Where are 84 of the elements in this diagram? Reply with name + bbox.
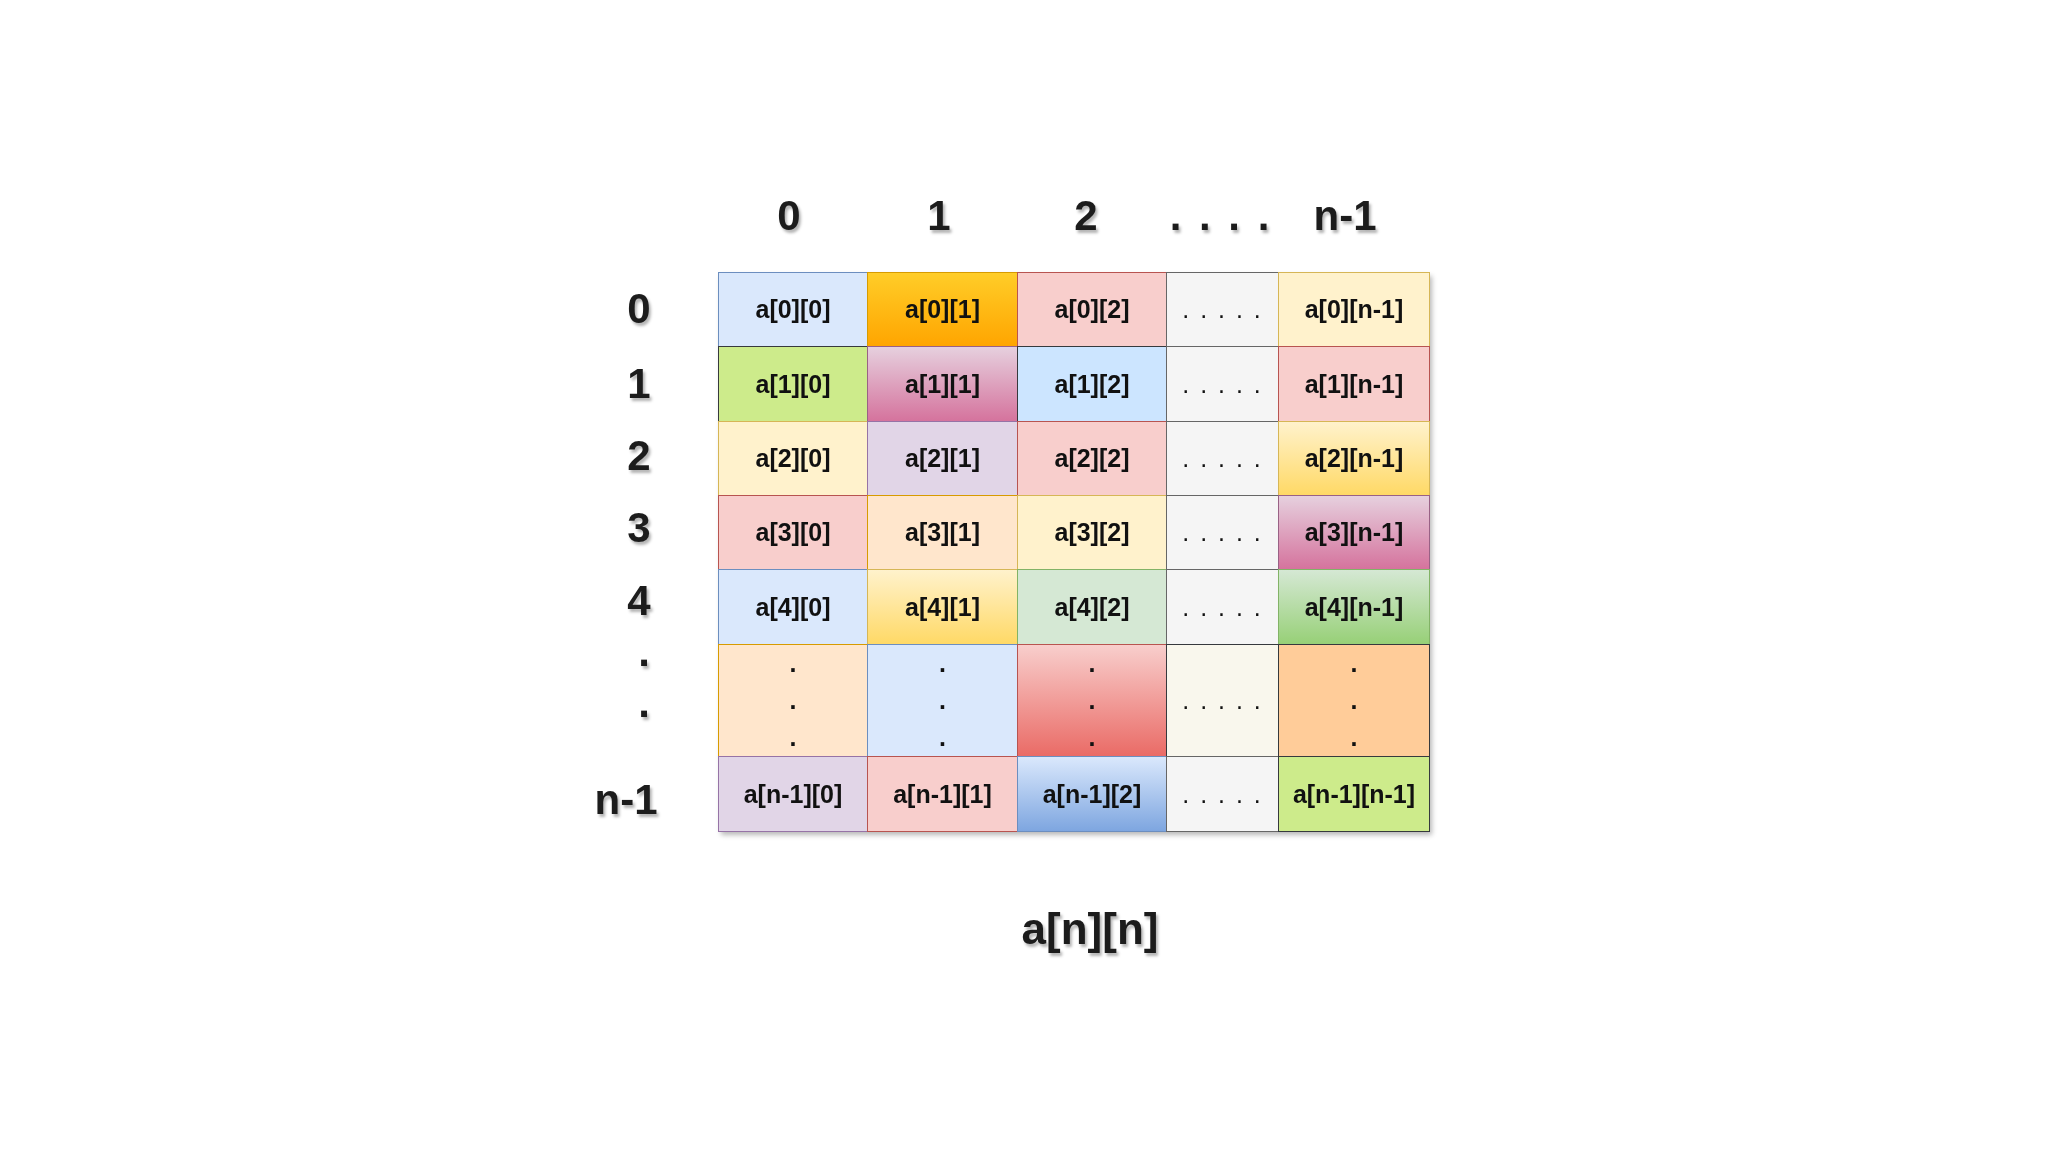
vertical-ellipsis: . . .: [1088, 648, 1096, 753]
matrix-cell: [1017, 495, 1167, 570]
matrix-cell: [1017, 346, 1167, 422]
element-label: a[2][0]: [755, 444, 831, 473]
column-index: n-1: [1313, 195, 1377, 237]
column-index: 1: [927, 195, 951, 237]
matrix-cell: [1017, 569, 1167, 645]
element-label: a[3][0]: [755, 518, 831, 547]
matrix-cell: [1166, 756, 1279, 832]
element-label: a[n-1][n-1]: [1292, 779, 1416, 809]
matrix-cell: [867, 346, 1018, 422]
element-label: a[n-1][1]: [893, 779, 992, 809]
ellipsis-dot: .: [638, 631, 650, 673]
element-label: a[1][0]: [755, 369, 831, 399]
ellipsis: . . . . .: [1182, 295, 1263, 324]
ellipsis: . . . . .: [1182, 444, 1263, 473]
element-label: a[1][1]: [905, 369, 980, 399]
matrix-cell: [1278, 346, 1430, 422]
ellipsis: . . . .: [1169, 195, 1273, 237]
matrix-cell: [867, 756, 1018, 832]
matrix-cell: [867, 272, 1018, 347]
element-label: a[n-1][0]: [743, 779, 843, 809]
matrix-cell: [718, 644, 868, 757]
ellipsis: . . . . .: [1182, 369, 1263, 399]
matrix-cell: [1278, 421, 1430, 496]
row-index: 3: [627, 507, 651, 549]
matrix-cell: [1017, 756, 1167, 832]
element-label: a[2][1]: [905, 444, 980, 473]
matrix-cell: [1166, 272, 1279, 347]
matrix-cell: [718, 346, 868, 422]
matrix-cell: [718, 495, 868, 570]
row-index: 1: [627, 363, 651, 405]
element-label: a[0][0]: [755, 295, 831, 324]
element-label: a[4][0]: [755, 592, 831, 622]
matrix-cell: [1017, 421, 1167, 496]
row-index: 0: [627, 288, 651, 330]
matrix-cell: [718, 569, 868, 645]
row-index: 2: [627, 435, 651, 477]
matrix-cell: [867, 644, 1018, 757]
matrix-cell: [1166, 346, 1279, 422]
matrix-cell: [1166, 644, 1279, 757]
ellipsis-dot: .: [638, 682, 650, 724]
element-label: a[4][1]: [905, 592, 980, 622]
matrix-cell: [718, 421, 868, 496]
vertical-ellipsis: . . .: [789, 648, 797, 753]
matrix-cell: [1278, 644, 1430, 757]
matrix-cell: [1278, 272, 1430, 347]
matrix-cell: [1017, 272, 1167, 347]
matrix-cell: [1166, 495, 1279, 570]
matrix-cell: [1166, 569, 1279, 645]
element-label: a[3][n-1]: [1304, 518, 1404, 547]
matrix-cell: [867, 421, 1018, 496]
element-label: a[0][1]: [905, 295, 980, 324]
element-label: a[2][n-1]: [1304, 444, 1404, 473]
element-label: a[0][n-1]: [1304, 295, 1404, 324]
ellipsis: . . . . .: [1182, 779, 1263, 809]
matrix-cell: [1278, 495, 1430, 570]
element-label: a[1][2]: [1054, 369, 1130, 399]
column-index: 2: [1074, 195, 1098, 237]
matrix-cell: [1278, 569, 1430, 645]
matrix-cell: [718, 272, 868, 347]
row-index: 4: [627, 580, 651, 622]
matrix-cell: [1278, 756, 1430, 832]
element-label: a[1][n-1]: [1304, 369, 1404, 399]
array-caption: a[n][n]: [1021, 907, 1159, 951]
matrix-cell: [1017, 644, 1167, 757]
element-label: a[2][2]: [1054, 444, 1130, 473]
element-label: a[3][1]: [905, 518, 980, 547]
ellipsis: . . . . .: [1182, 518, 1263, 547]
element-label: a[0][2]: [1054, 295, 1130, 324]
matrix-cell: [867, 495, 1018, 570]
ellipsis: . . . . .: [1182, 686, 1263, 715]
element-label: a[4][2]: [1054, 592, 1130, 622]
matrix-cell: [867, 569, 1018, 645]
element-label: a[3][2]: [1054, 518, 1130, 547]
row-index: n-1: [594, 779, 658, 821]
matrix-cell: [718, 756, 868, 832]
ellipsis: . . . . .: [1182, 592, 1263, 622]
element-label: a[4][n-1]: [1304, 592, 1404, 622]
matrix-cell: [1166, 421, 1279, 496]
vertical-ellipsis: . . .: [1350, 648, 1358, 753]
column-index: 0: [777, 195, 801, 237]
vertical-ellipsis: . . .: [938, 648, 947, 753]
element-label: a[n-1][2]: [1042, 779, 1142, 809]
